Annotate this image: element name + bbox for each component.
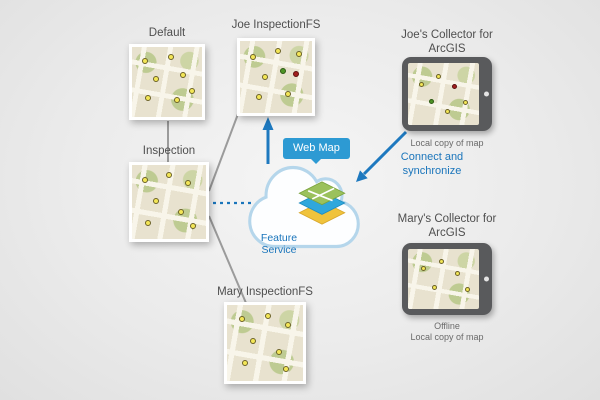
feature-service-cloud: Feature Service (246, 158, 362, 256)
poi-dot (179, 72, 186, 79)
poi-dot (141, 58, 148, 65)
layers-icon (298, 181, 346, 225)
caption-mary-local-copy: Local copy of map (410, 332, 484, 342)
map-art-joe-inspectionfs (240, 41, 312, 113)
poi-dot (189, 87, 196, 94)
map-art-mary-inspectionfs (227, 305, 303, 381)
poi-dot (463, 100, 469, 106)
poi-dot (420, 265, 426, 271)
poi-dot (293, 71, 300, 78)
poi-dot (419, 81, 425, 87)
poi-dot (275, 349, 282, 356)
poi-dot (189, 222, 196, 229)
poi-dot (174, 97, 180, 104)
caption-mary-offline: Offline (434, 321, 460, 331)
poi-dot (429, 98, 435, 104)
poi-dot (444, 108, 450, 114)
device-title-joe: Joe's Collector for ArcGIS (401, 29, 493, 56)
map-art-default (132, 47, 202, 117)
poi-dot (239, 315, 246, 322)
poi-dot (283, 365, 290, 372)
poi-dot (296, 51, 303, 58)
poi-dot (166, 172, 173, 179)
poi-dot (250, 53, 257, 60)
tablet-screen-joe (408, 63, 479, 125)
poi-dot (153, 76, 159, 83)
map-thumbnail-mary-inspectionfs (224, 302, 306, 384)
poi-dot (274, 48, 281, 55)
tablet-device-joe (402, 57, 492, 131)
poi-dot (249, 338, 256, 345)
map-art-inspection (132, 165, 206, 239)
poi-dot (432, 285, 438, 290)
poi-dot (142, 176, 149, 183)
poi-dot (168, 54, 175, 60)
poi-dot (255, 94, 262, 101)
poi-dot (436, 74, 442, 80)
map-art-mary-device (408, 249, 479, 309)
poi-dot (454, 270, 460, 276)
feature-service-label: Feature Service (260, 232, 298, 257)
map-thumbnail-default (129, 44, 205, 120)
web-map-badge: Web Map (283, 138, 350, 164)
poi-dot (279, 68, 286, 75)
poi-dot (284, 321, 291, 328)
poi-dot (242, 359, 249, 366)
poi-dot (464, 287, 470, 293)
device-title-mary: Mary's Collector for ArcGIS (397, 213, 497, 240)
label-mary-inspectionfs: Mary InspectionFS (217, 286, 313, 298)
tablet-screen-mary (408, 249, 479, 309)
poi-dot (452, 84, 458, 90)
poi-dot (152, 197, 159, 204)
label-inspection: Inspection (142, 145, 196, 157)
poi-dot (177, 209, 184, 216)
caption-joe-local-copy: Local copy of map (410, 138, 484, 148)
poi-dot (284, 91, 291, 98)
poi-dot (144, 94, 151, 101)
connect-synchronize-label: Connect and synchronize (400, 151, 464, 177)
poi-dot (185, 179, 192, 186)
poi-dot (439, 258, 445, 264)
map-thumbnail-joe-inspectionfs (237, 38, 315, 116)
poi-dot (145, 219, 152, 226)
map-thumbnail-inspection (129, 162, 209, 242)
map-art-joe-device (408, 63, 479, 125)
label-default-version: Default (148, 27, 186, 39)
home-button-icon (484, 276, 489, 282)
poi-dot (261, 74, 268, 81)
label-joe-inspectionfs: Joe InspectionFS (231, 19, 321, 31)
tablet-device-mary (402, 243, 492, 315)
home-button-icon (484, 91, 489, 97)
poi-dot (265, 312, 271, 319)
